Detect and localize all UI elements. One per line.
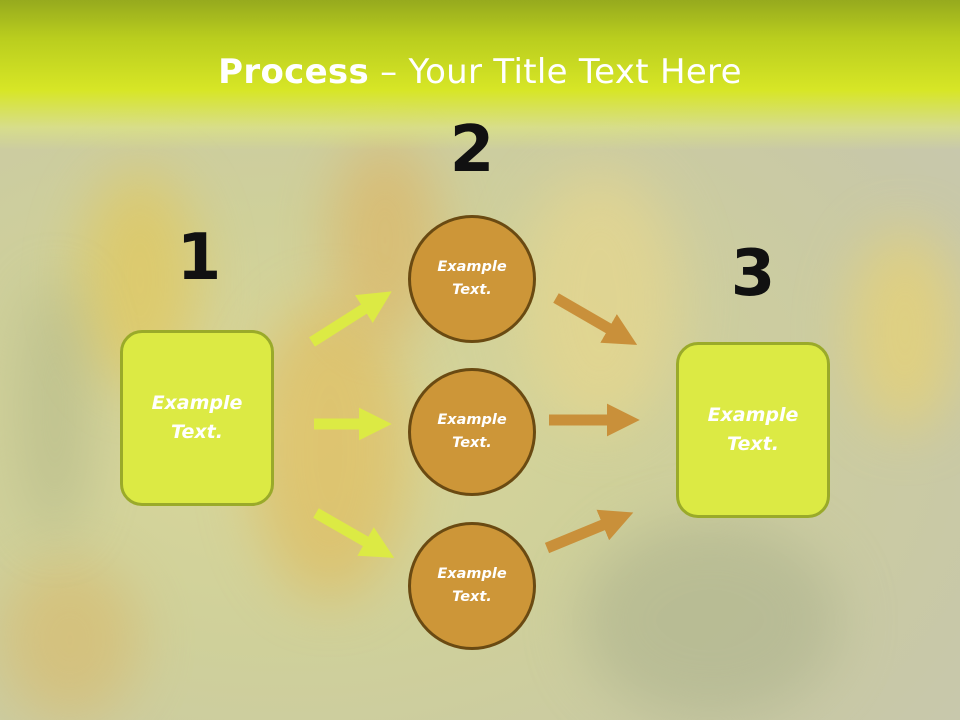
step-2-text-top: Example Text. (437, 259, 507, 298)
step-2-circle-top: Example Text. (408, 215, 536, 343)
bg-leaf (20, 280, 90, 540)
title-bold: Process (218, 52, 370, 92)
bg-leaf (580, 520, 840, 720)
step-1-text: Example Text. (151, 392, 243, 443)
step-2-circle-middle: Example Text. (408, 368, 536, 496)
header-band (0, 0, 960, 150)
arrow-bottom-to-3 (544, 509, 634, 554)
title-rest: – Your Title Text Here (369, 52, 742, 92)
arrow-1-to-bottom (313, 508, 395, 558)
step-2-circle-bottom: Example Text. (408, 522, 536, 650)
step-3-text: Example Text. (707, 404, 799, 455)
step-1-box: Example Text. (120, 330, 274, 506)
step-2-text-middle: Example Text. (437, 412, 507, 451)
bg-tulip (850, 230, 960, 430)
arrow-1-to-top (309, 291, 392, 347)
bg-tulip (520, 170, 680, 430)
arrow-top-to-3 (553, 293, 638, 345)
step-number-3: 3 (730, 237, 776, 311)
step-number-2: 2 (449, 113, 495, 187)
step-number-1: 1 (176, 221, 222, 295)
slide-title: Process – Your Title Text Here (0, 52, 960, 92)
step-2-text-bottom: Example Text. (437, 566, 507, 605)
step-3-box: Example Text. (676, 342, 830, 518)
bg-tulip (0, 560, 140, 720)
